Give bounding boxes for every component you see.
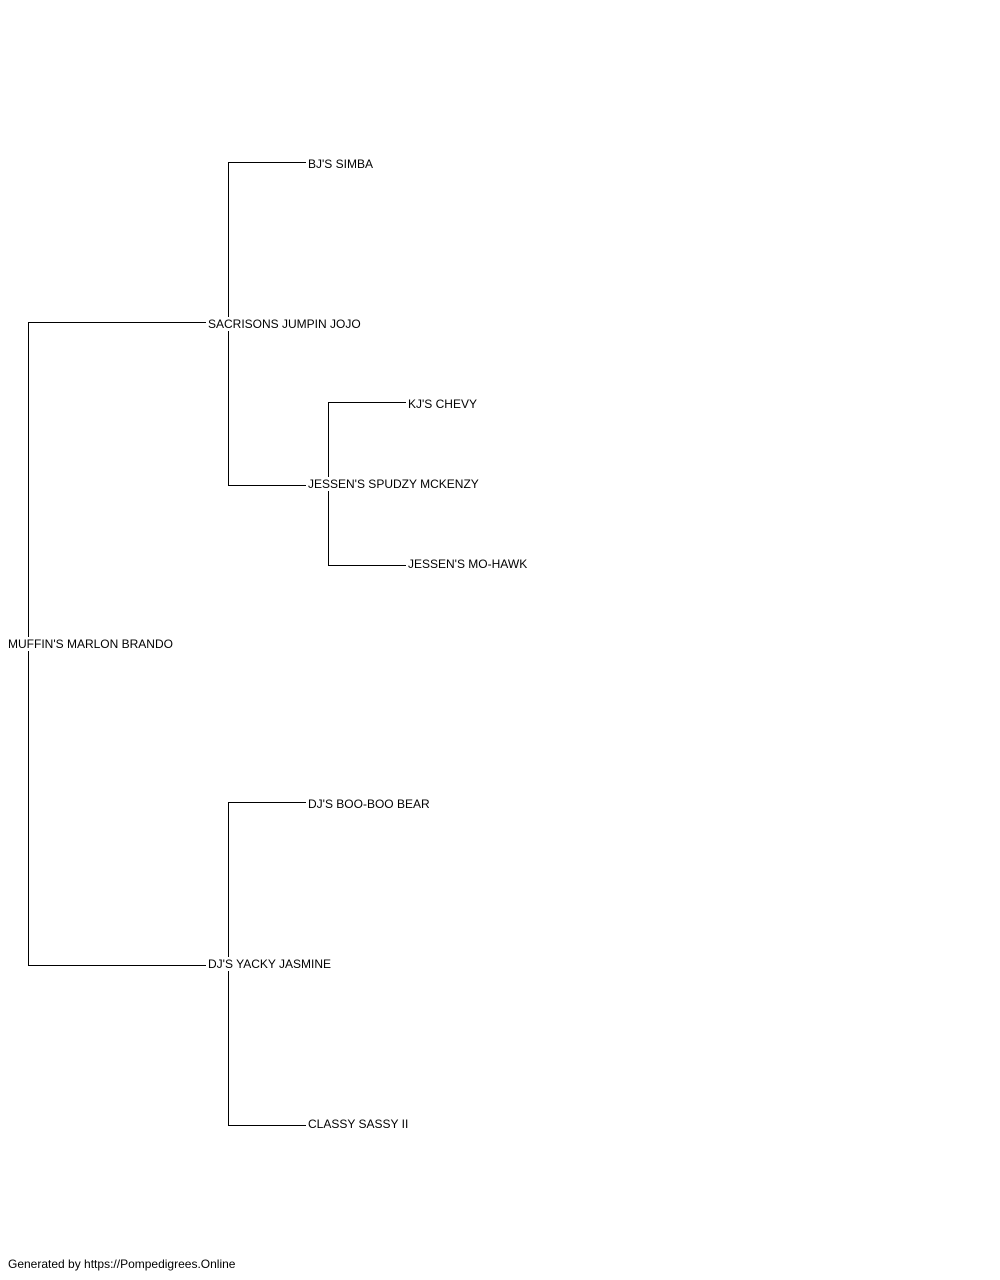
generated-by-footer: Generated by https://Pompedigrees.Online — [8, 1257, 236, 1271]
sire-dam-name: JESSEN'S SPUDZY MCKENZY — [308, 477, 479, 491]
dam-name: DJ'S YACKY JASMINE — [208, 957, 331, 971]
sire-dam-dam-name: JESSEN'S MO-HAWK — [408, 557, 528, 571]
sire-name: SACRISONS JUMPIN JOJO — [208, 317, 361, 331]
sire-dam-sire-name: KJ'S CHEVY — [408, 397, 477, 411]
sire-sire-name: BJ'S SIMBA — [308, 157, 373, 171]
dam-sire-name: DJ'S BOO-BOO BEAR — [308, 797, 430, 811]
subject-name: MUFFIN'S MARLON BRANDO — [8, 637, 173, 651]
dam-dam-name: CLASSY SASSY II — [308, 1117, 409, 1131]
